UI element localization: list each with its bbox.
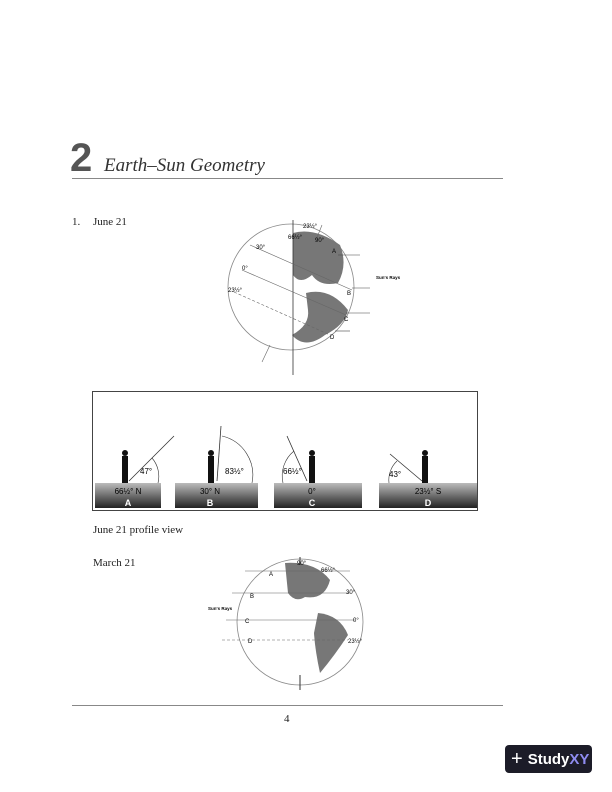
lat-label: 90°: [315, 238, 325, 244]
brand-text: Study: [527, 750, 570, 768]
panel-latitude: 66½° N: [115, 487, 142, 496]
panel-latitude: 23½° S: [415, 487, 441, 496]
panel-letter: D: [425, 498, 432, 508]
panel-angle: 47°: [140, 467, 152, 476]
lat-label: 30°: [346, 590, 356, 596]
sun-rays-label: Sun's Rays: [376, 275, 401, 280]
sun-rays-label: Sun's Rays: [208, 606, 233, 611]
lat-label: 30°: [256, 245, 266, 251]
panel-c: 0° C 66½°: [274, 435, 362, 508]
panel-a: 66½° N A 47°: [95, 435, 175, 508]
question-number: 1.: [72, 216, 81, 228]
point-label: D: [248, 639, 253, 645]
point-label: B: [250, 594, 254, 600]
june-globe-diagram: 23½° 66½° 90° 30° 0° 23½° Sun's Rays A B…: [227, 220, 401, 375]
panel-latitude: 0°: [308, 487, 316, 496]
footer-rule: [72, 705, 503, 706]
chapter-number: 2: [70, 136, 93, 180]
panel-letter: C: [309, 498, 316, 508]
chapter-title: Earth–Sun Geometry: [104, 155, 265, 176]
panel-letter: B: [207, 498, 214, 508]
panel-latitude: 30° N: [200, 487, 220, 496]
panel-angle: 83½°: [225, 467, 244, 476]
point-label: A: [332, 249, 336, 255]
point-label: B: [347, 291, 351, 297]
plus-icon: +: [511, 747, 523, 770]
panel-b: 30° N B 83½°: [175, 425, 258, 508]
march-label: March 21: [93, 557, 136, 569]
lat-label: 0°: [353, 618, 359, 624]
june-profile-diagram: 66½° N A 47° 30° N B 83½° 0° C 66½° 23½°…: [92, 391, 478, 511]
point-label: A: [269, 572, 273, 578]
point-label: C: [245, 619, 250, 625]
panel-angle: 66½°: [283, 467, 302, 476]
profile-caption: June 21 profile view: [93, 524, 184, 536]
brand-accent: XY: [569, 750, 590, 768]
tilt-label: 23½°: [303, 223, 318, 230]
panel-d: 23½° S D 43°: [379, 450, 477, 508]
page-number: 4: [284, 713, 290, 725]
lat-label: 23½°: [228, 287, 243, 294]
lat-label: 66½°: [288, 234, 303, 241]
lat-label: 66½°: [321, 567, 336, 574]
panel-angle: 43°: [389, 470, 401, 479]
point-label: C: [344, 317, 349, 323]
panel-letter: A: [125, 498, 132, 508]
header-rule: [72, 178, 503, 179]
lat-label: 0°: [242, 266, 248, 272]
lat-label: 23½°: [348, 638, 363, 645]
lat-label: 90°: [297, 561, 307, 567]
studyxy-badge[interactable]: + StudyXY: [505, 745, 592, 773]
march-globe-diagram: 90° 66½° 30° 0° 23½° Sun's Rays A B C D: [208, 557, 364, 690]
question-label: June 21: [93, 216, 127, 228]
point-label: D: [330, 335, 335, 341]
